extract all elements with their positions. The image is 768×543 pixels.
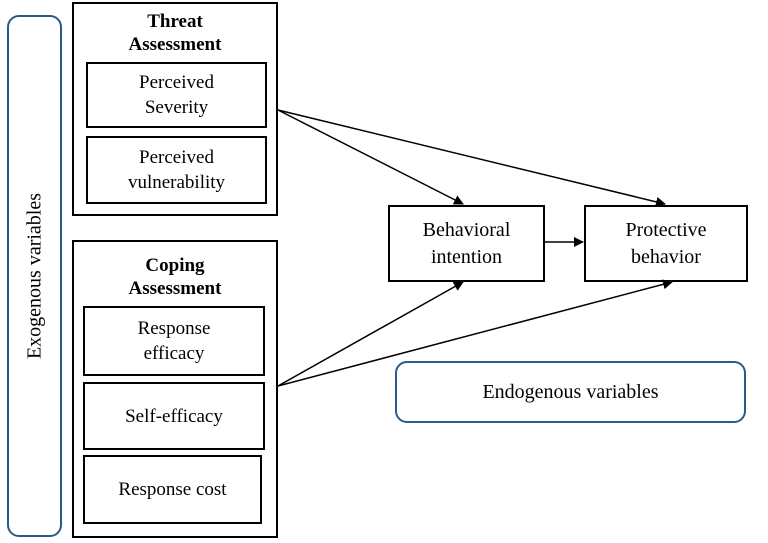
exogenous-variables-frame: Exogenous variables (7, 15, 62, 537)
response-efficacy-line2: efficacy (143, 343, 205, 364)
response-efficacy-line1: Response (137, 318, 211, 339)
arrow-threat-to-behavior (277, 109, 666, 207)
coping-assessment-title: Coping Assessment (74, 254, 276, 300)
perceived-vulnerability-line1: Perceived (139, 147, 214, 168)
arrow-coping-to-intention (277, 281, 464, 387)
perceived-severity-node: Perceived Severity (86, 62, 267, 128)
perceived-severity-line2: Severity (144, 97, 209, 118)
endogenous-variables-frame: Endogenous variables (395, 361, 746, 423)
threat-title-line1: Threat (147, 11, 203, 32)
coping-title-line1: Coping (145, 255, 205, 276)
coping-title-line2: Assessment (128, 278, 222, 299)
behavioral-intention-node: Behavioral intention (388, 205, 545, 282)
arrow-coping-to-behavior (277, 279, 673, 387)
threat-title-line2: Assessment (128, 34, 222, 55)
response-efficacy-node: Response efficacy (83, 306, 265, 376)
arrow-threat-to-intention (277, 109, 464, 205)
behavioral-intention-line2: intention (430, 245, 503, 268)
threat-assessment-title: Threat Assessment (74, 10, 276, 56)
protective-behavior-line2: behavior (631, 245, 701, 268)
behavioral-intention-line1: Behavioral (422, 218, 511, 241)
response-cost-node: Response cost (83, 455, 262, 524)
perceived-vulnerability-node: Perceived vulnerability (86, 136, 267, 204)
perceived-vulnerability-line2: vulnerability (127, 172, 226, 193)
self-efficacy-node: Self-efficacy (83, 382, 265, 450)
self-efficacy-label: Self-efficacy (125, 405, 223, 427)
protective-behavior-line1: Protective (625, 218, 707, 241)
endogenous-variables-label: Endogenous variables (482, 380, 659, 403)
response-cost-label: Response cost (118, 479, 227, 500)
perceived-severity-line1: Perceived (139, 72, 214, 93)
protective-behavior-node: Protective behavior (584, 205, 748, 282)
